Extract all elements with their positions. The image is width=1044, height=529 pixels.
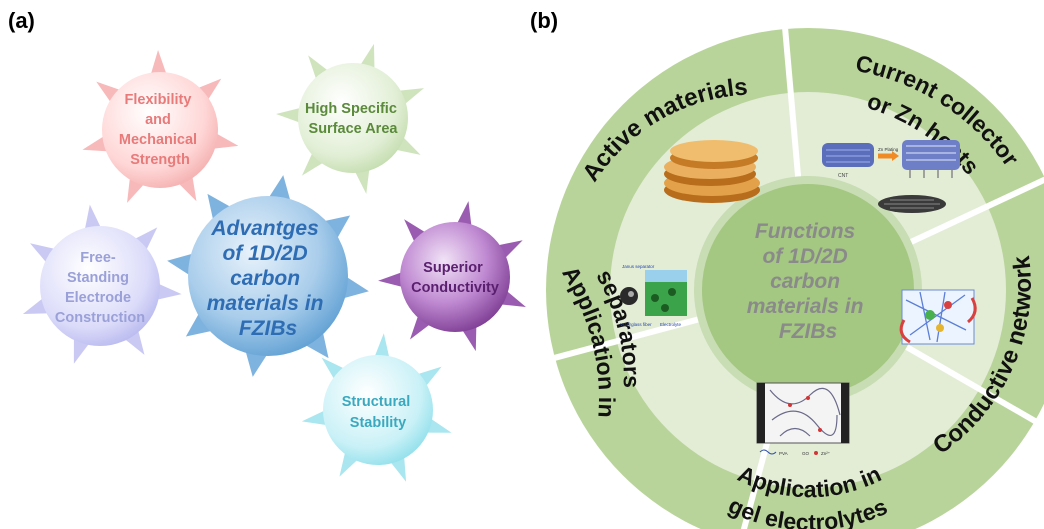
center-bubble-text: Advantges of 1D/2D carbon materials in F… [207, 217, 330, 340]
bubble-spike [132, 227, 158, 253]
bubble-stability [323, 355, 433, 465]
svg-text:Zn Plating: Zn Plating [878, 147, 899, 152]
svg-text:Zn²⁺: Zn²⁺ [821, 451, 831, 456]
svg-text:Electrolyte: Electrolyte [660, 322, 682, 327]
bubble-spike [207, 193, 234, 223]
bubble-stability-text: Structural Stability [342, 394, 415, 431]
bubble-free-standing-text: Free- Standing Electrode Construction [55, 250, 145, 326]
bubble-spike [455, 201, 472, 229]
panel-a-label: (a) [8, 8, 35, 33]
bubble-spike [154, 282, 182, 301]
bubble-spike [353, 166, 370, 194]
svg-text:Janus separator: Janus separator [622, 264, 655, 269]
wheel-divider [901, 176, 1044, 249]
bubble-spike [321, 215, 351, 242]
bubble-flexibility-text: Flexibility and Mechanical Strength [119, 92, 201, 168]
bubble-free-standing [40, 226, 160, 346]
gel-electrolyte-image: PVA GO Zn²⁺ [756, 382, 850, 456]
bubble-center [188, 196, 348, 356]
bubble-conductivity-text: Superior Conductivity [411, 260, 499, 296]
svg-text:VG@glass fiber: VG@glass fiber [620, 322, 652, 327]
zn-host-image: CNT Zn Plating [822, 140, 960, 213]
bubble-spike [84, 204, 102, 233]
bubble-spike [373, 333, 390, 361]
bubble-surface-area [298, 63, 408, 173]
advantages-diagram: Flexibility and Mechanical Strength High… [22, 43, 526, 482]
graphene-flakes-image [664, 140, 760, 203]
panel-b-label: (b) [530, 8, 558, 33]
svg-text:GO: GO [802, 451, 810, 456]
bubble-spike [185, 310, 215, 337]
bubble-flexibility [102, 72, 218, 188]
bubble-spike [150, 50, 168, 77]
wheel-divider [897, 339, 1039, 425]
wheel-divider [552, 314, 708, 362]
svg-text:CNT: CNT [838, 173, 848, 179]
svg-text:PVA: PVA [779, 451, 788, 456]
bubble-conductivity [400, 222, 510, 332]
bubble-surface-area-text: High Specific Surface Area [305, 101, 401, 137]
wheel-divider [782, 26, 802, 186]
wheel-center-text: Functions of 1D/2D carbon materials in F… [747, 220, 870, 343]
bubble-spike [276, 107, 304, 124]
bubble-spike [301, 409, 330, 426]
separator-image: Janus separator VG@glass fiber Electroly… [620, 264, 687, 327]
bubble-spike [302, 329, 329, 359]
bubble-spike [378, 271, 406, 288]
conductive-network-image [899, 289, 977, 345]
